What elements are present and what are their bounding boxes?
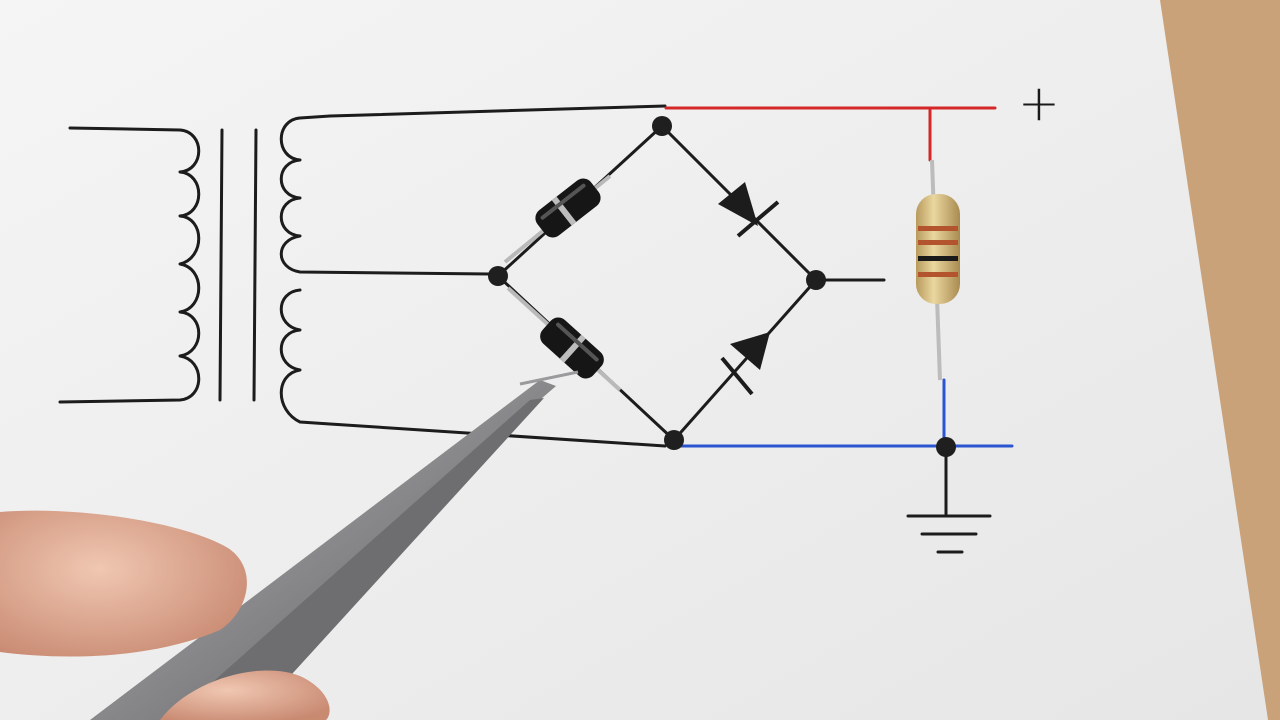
finger (0, 510, 330, 720)
ground-symbol (906, 446, 992, 554)
negative-rail (674, 378, 1014, 448)
diode-component (503, 174, 612, 264)
diode-component (506, 286, 622, 392)
positive-rail (664, 106, 997, 162)
transformer-symbol (58, 104, 667, 448)
junction-dots (488, 116, 956, 457)
resistor-component (916, 159, 960, 381)
diode-symbol-upper (718, 182, 780, 238)
positive-terminal-label: + (1018, 74, 1060, 132)
diode-symbol-lower (720, 332, 770, 396)
